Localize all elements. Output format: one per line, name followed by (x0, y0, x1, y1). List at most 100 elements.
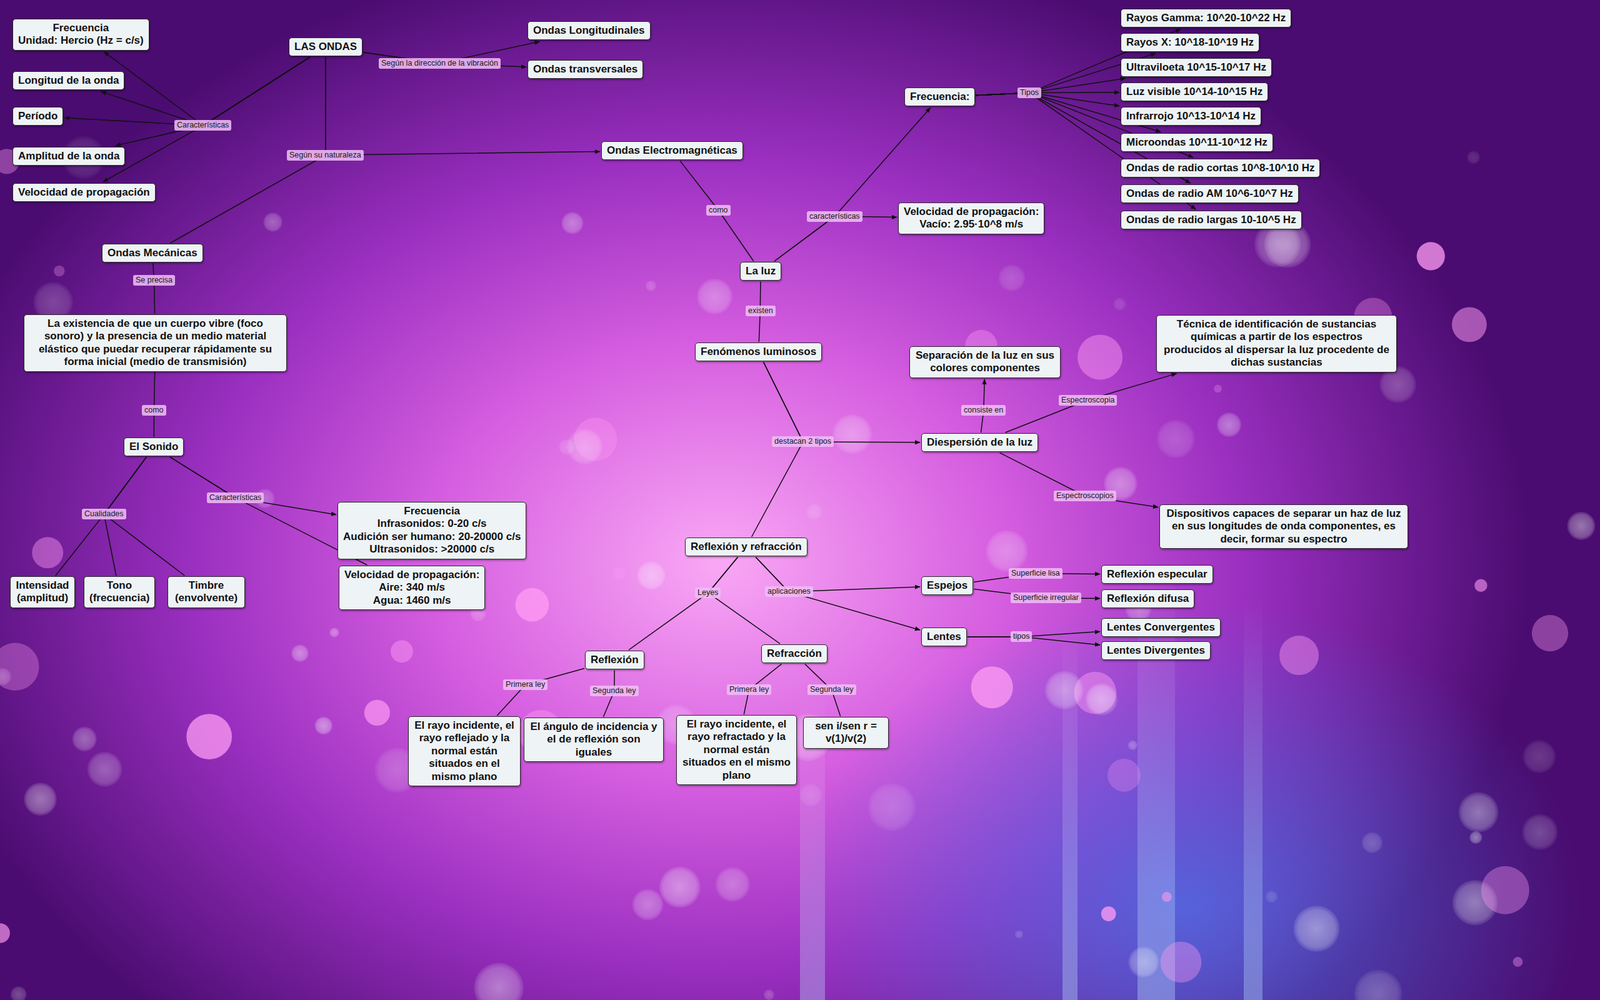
link-phrase: Características (206, 492, 264, 504)
bokeh-dot (10, 986, 27, 1000)
concept-text: Refracción (766, 647, 822, 660)
link-phrase: Espectroscopia (1058, 395, 1117, 406)
concept-box: LAS ONDAS (288, 37, 363, 57)
concept-box: Reflexión especular (1101, 565, 1214, 584)
link-phrase: Características (174, 120, 232, 131)
connector (1000, 452, 1159, 507)
link-phrase: existen (745, 305, 776, 317)
bokeh-dot (291, 644, 309, 662)
bokeh-dot (1416, 241, 1445, 270)
concept-text: Luz visible 10^14-10^15 Hz (1126, 85, 1263, 99)
bokeh-dot (1451, 307, 1487, 343)
concept-text: El ángulo de incidencia y el de reflexió… (529, 720, 659, 759)
bokeh-dot (998, 264, 1025, 292)
concept-text: Ondas Electromagnéticas (606, 144, 738, 157)
concept-text: Ondas de radio cortas 10^8-10^10 Hz (1126, 161, 1315, 175)
concept-box: Refracción (761, 644, 828, 664)
concept-text: Velocidad de propagación: (344, 568, 480, 582)
concept-box: Infrarrojo 10^13-10^14 Hz (1120, 106, 1262, 126)
bokeh-dot (1566, 511, 1595, 540)
connector (755, 556, 920, 630)
bokeh-dot (1101, 906, 1117, 922)
bokeh-dot (1127, 740, 1138, 751)
link-phrase: Se precisa (133, 275, 175, 286)
bokeh-dot (1361, 831, 1384, 854)
concept-text: Infrarrojo 10^13-10^14 Hz (1126, 110, 1256, 123)
concept-text: Ultraviloeta 10^15-10^17 Hz (1126, 61, 1267, 74)
connector (751, 361, 804, 537)
bokeh-dot (473, 963, 524, 1000)
bokeh-dot (263, 212, 283, 232)
connector (115, 56, 310, 146)
connector (153, 263, 155, 314)
concept-box: Diespersión de la luz (921, 433, 1039, 452)
bokeh-dot (1521, 814, 1558, 850)
concept-box: La luz (740, 261, 782, 281)
bokeh-dot (763, 989, 775, 1000)
concept-text: Diespersión de la luz (926, 436, 1033, 449)
concept-box: Período (12, 106, 64, 126)
connector (967, 631, 1100, 638)
bokeh-dot (390, 640, 414, 663)
concept-box: Ondas Longitudinales (527, 21, 651, 40)
concept-box: Velocidad de propagación:Vacío: 2.95·10^… (898, 202, 1045, 235)
bokeh-dot (832, 414, 872, 454)
connector (496, 668, 585, 717)
concept-text: Ondas Longitudinales (533, 24, 645, 37)
bokeh-dot (636, 561, 666, 590)
bokeh-dot (1469, 831, 1482, 844)
bokeh-dot (1474, 579, 1487, 592)
concept-text: Amplitud de la onda (18, 150, 120, 163)
concept-text: La existencia de que un cuerpo vibre (fo… (29, 317, 282, 369)
bokeh-dot (659, 866, 701, 909)
connector (975, 93, 1120, 107)
bokeh-dot (632, 888, 664, 920)
concept-box: El rayo incidente, el rayo reflejado y l… (408, 716, 521, 787)
concept-text: Espejos (926, 579, 968, 592)
link-phrase: como (141, 405, 167, 416)
bokeh-dot (1107, 758, 1141, 792)
bokeh-dot (1213, 384, 1222, 393)
concept-box: El rayo incidente, el rayo refractado y … (676, 715, 797, 785)
concept-box: sen i/sen r = v(1)/v(2) (803, 716, 889, 749)
link-phrase: Superficie irregular (1010, 592, 1082, 604)
connector (1005, 373, 1177, 433)
link-phrase: Segunda ley (807, 684, 857, 695)
concept-text: Longitud de la onda (18, 74, 119, 87)
concept-box: Frecuencia: (904, 87, 975, 107)
bokeh-dot (1077, 334, 1123, 380)
concept-text: Fenómenos luminosos (700, 345, 817, 359)
bokeh-dot (1522, 740, 1556, 774)
concept-text: Intensidad (amplitud) (15, 579, 70, 605)
bokeh-dot (23, 782, 57, 816)
concept-text: Vacío: 2.95·10^8 m/s (903, 218, 1039, 231)
link-phrase: características (806, 211, 863, 222)
concept-text: Rayos Gamma: 10^20-10^22 Hz (1126, 11, 1286, 25)
concept-box: Espejos (921, 576, 974, 595)
concept-text: Agua: 1460 m/s (344, 594, 480, 607)
link-phrase: Según la dirección de la vibración (378, 58, 501, 69)
concept-box: FrecuenciaUnidad: Hercio (Hz = c/s) (12, 18, 150, 51)
bokeh-dot (186, 713, 232, 760)
bokeh-dot (645, 280, 657, 292)
concept-text: Dispositivos capaces de separar un haz d… (1165, 507, 1403, 546)
concept-text: El Sonido (129, 440, 179, 454)
bokeh-dot (31, 536, 64, 569)
bokeh-dot (696, 278, 733, 315)
link-phrase: Espectroscopios (1053, 490, 1117, 502)
concept-box: El Sonido (123, 437, 184, 457)
bokeh-dot (53, 265, 65, 277)
concept-text: Audición ser humano: 20-20000 c/s (343, 530, 521, 544)
bokeh-dot (986, 530, 1029, 572)
concept-box: Fenómenos luminosos (695, 342, 822, 362)
connector (64, 56, 310, 125)
concept-box: Reflexión difusa (1101, 589, 1195, 609)
concept-text: Velocidad de propagación: (903, 205, 1039, 219)
concept-text: La luz (745, 265, 776, 278)
connector (774, 107, 931, 262)
concept-text: Infrasonidos: 0-20 c/s (343, 517, 521, 530)
bokeh-dot (558, 439, 575, 456)
concept-text: Frecuencia: (910, 90, 970, 104)
concept-box: Lentes Divergentes (1101, 641, 1211, 660)
bokeh-dot (806, 503, 822, 520)
